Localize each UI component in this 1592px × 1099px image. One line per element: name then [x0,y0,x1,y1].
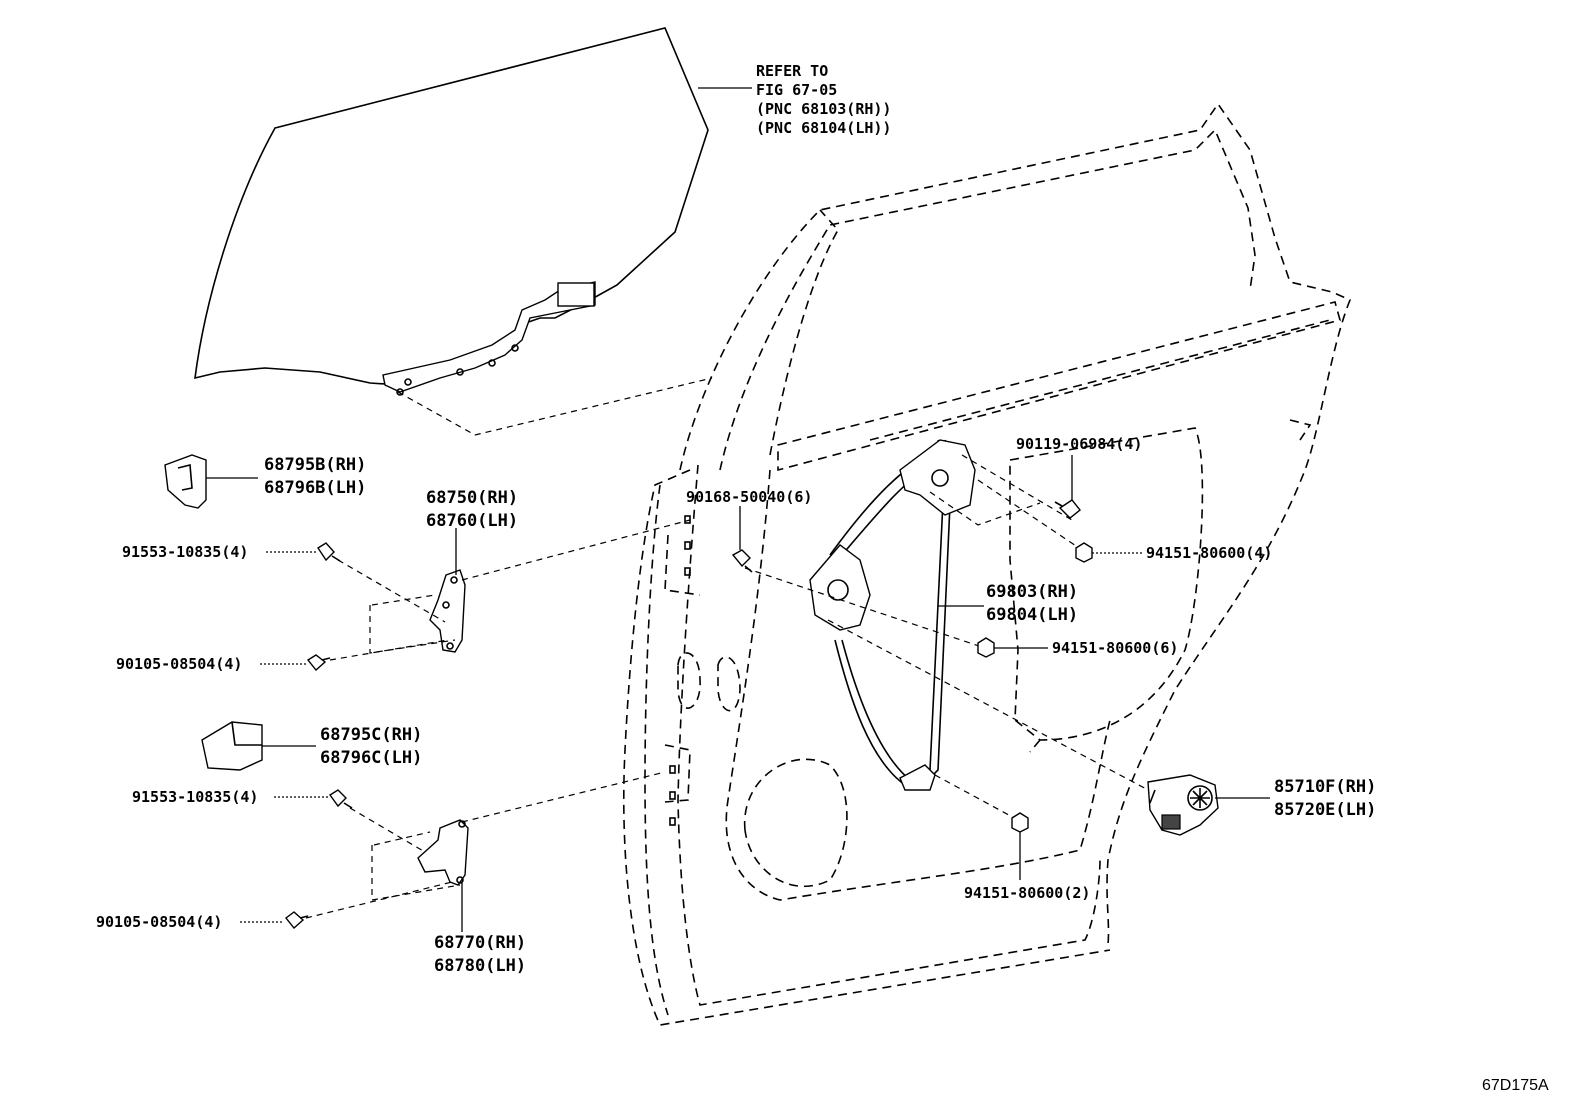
lower-cover-label-rh: 68795C(RH) [320,725,422,745]
regulator-bolt-icon [1054,499,1081,519]
upper-hinge-dash-b [369,605,456,654]
upper-bolt-a-icon [317,542,341,562]
lower-bolt-b-label: 90105-08504(4) [96,913,222,931]
lower-hinge-dash-c [373,831,431,846]
motor-label-lh: 85720E(LH) [1274,800,1376,820]
door-frame [622,102,1352,1026]
upper-hinge [429,569,466,653]
motor-label-rh: 85710F(RH) [1274,777,1376,797]
lower-bolt-a-dash [349,807,426,853]
nut-4-label: 94151-80600(4) [1146,544,1272,562]
door-bolt-dash [744,567,986,649]
glass-ref-line-3: (PNC 68103(RH)) [756,100,891,118]
lower-bolt-a-label: 91553-10835(4) [132,788,258,806]
upper-bolt-b-icon [306,654,331,672]
door-glass [194,27,709,396]
glass-ref-line-4: (PNC 68104(LH)) [756,119,891,137]
upper-hinge-label-rh: 68750(RH) [426,488,518,508]
lower-hinge-dash-a [461,771,666,823]
regulator-bolt-label: 90119-06984(4) [1016,435,1142,453]
lower-hinge-label-rh: 68770(RH) [434,933,526,953]
regulator-label-lh: 69804(LH) [986,605,1078,625]
lower-cover-label-lh: 68796C(LH) [320,748,422,768]
door-bolt-label: 90168-50040(6) [686,488,812,506]
upper-cover-label-lh: 68796B(LH) [264,478,366,498]
nut-6-label: 94151-80600(6) [1052,639,1178,657]
window-regulator [809,439,976,791]
regulator-motor [1147,774,1219,836]
nut-6-icon [977,637,995,658]
upper-hinge-cover [164,454,207,509]
upper-bolt-b-dash [329,639,449,661]
lower-hinge-dash-b [371,845,461,901]
lower-hinge-label-lh: 68780(LH) [434,956,526,976]
upper-bolt-a-dash [337,559,446,623]
door-bolt-icon [731,549,753,573]
regulator-label-rh: 69803(RH) [986,582,1078,602]
reg-bolt-dash [961,454,1073,521]
lower-hinge [417,819,469,886]
nut-4-icon [1075,542,1093,563]
upper-bolt-b-label: 90105-08504(4) [116,655,242,673]
nut2-dash [934,774,1019,821]
upper-cover-label-rh: 68795B(RH) [264,455,366,475]
reg-dash-b [929,491,1041,526]
lower-bolt-b-dash [305,881,453,919]
diagram-id: 67D175A [1482,1077,1549,1094]
nut-2-label: 94151-80600(2) [964,884,1090,902]
lower-hinge-cover [201,721,263,771]
upper-bolt-a-label: 91553-10835(4) [122,543,248,561]
lower-bolt-a-icon [328,789,353,809]
upper-hinge-label-lh: 68760(LH) [426,511,518,531]
glass-ref-callout: REFER TO FIG 67-05 (PNC 68103(RH)) (PNC … [756,62,891,137]
lower-bolt-b-icon [285,911,309,930]
glass-ref-line-1: REFER TO [756,62,828,80]
upper-hinge-dash-c [371,594,436,606]
glass-leader-dash [397,377,713,436]
glass-ref-line-2: FIG 67-05 [756,81,837,99]
nut-2-icon [1011,812,1029,833]
